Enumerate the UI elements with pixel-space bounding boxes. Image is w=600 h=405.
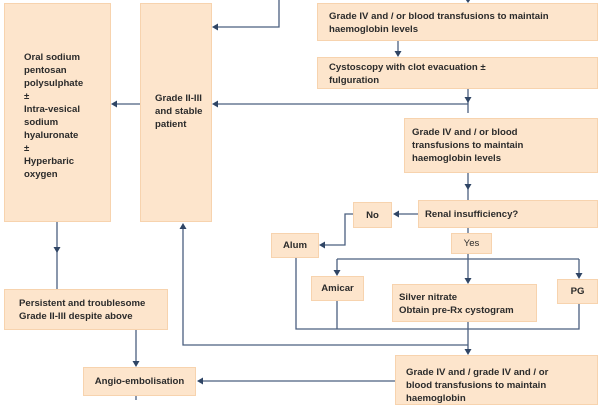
grade-ii-iii-stable-text: Grade II-III and stable patient xyxy=(155,93,203,130)
silver-nitrate-box: Silver nitrate Obtain pre-Rx cystogram xyxy=(392,284,537,322)
no-text: No xyxy=(366,209,379,221)
arrowhead-left xyxy=(212,23,218,31)
grade-iv-top-text: Grade IV and / or blood transfusions to … xyxy=(329,11,549,35)
renal-insufficiency-box: Renal insufficiency? xyxy=(418,200,598,228)
arrowhead-left xyxy=(393,210,399,218)
arrowhead-down xyxy=(464,184,472,190)
grade-iv-bottom-box: Grade IV and / grade IV and / or blood t… xyxy=(395,355,598,405)
pg-box: PG xyxy=(557,279,598,304)
arrowhead-left xyxy=(111,100,117,108)
grade-ii-iii-stable-box: Grade II-III and stable patient xyxy=(140,3,212,222)
arrowhead-left xyxy=(197,377,203,385)
no-box: No xyxy=(353,202,392,228)
angio-embolisation-text: Angio-embolisation xyxy=(94,376,185,387)
grade-iv-bottom-text: Grade IV and / grade IV and / or blood t… xyxy=(406,367,549,404)
amicar-text: Amicar xyxy=(321,283,354,294)
amicar-box: Amicar xyxy=(311,276,364,301)
oral-treatment-box: Oral sodium pentosan polysulphate ± Intr… xyxy=(4,3,111,222)
yes-box: Yes xyxy=(451,233,492,254)
arrowhead-left xyxy=(319,241,325,249)
arrowhead-down xyxy=(464,97,472,103)
arrowhead-up xyxy=(179,223,187,229)
angio-embolisation-box: Angio-embolisation xyxy=(83,367,196,396)
alum-box: Alum xyxy=(271,233,319,258)
grade-iv-mid-text: Grade IV and / or blood transfusions to … xyxy=(412,127,524,164)
renal-insufficiency-text: Renal insufficiency? xyxy=(425,209,519,220)
pg-text: PG xyxy=(570,286,585,297)
cystoscopy-text: Cystoscopy with clot evacuation ± fulgur… xyxy=(329,62,486,86)
arrowhead-left xyxy=(212,100,218,108)
persistent-box: Persistent and troublesome Grade II-III … xyxy=(4,289,168,330)
yes-text: Yes xyxy=(463,238,480,249)
persistent-text: Persistent and troublesome Grade II-III … xyxy=(19,298,146,322)
alum-text: Alum xyxy=(283,240,307,251)
grade-iv-top-box: Grade IV and / or blood transfusions to … xyxy=(317,3,598,41)
connector-top-to-grade-ii-iii xyxy=(216,0,280,28)
silver-nitrate-text: Silver nitrate Obtain pre-Rx cystogram xyxy=(399,292,514,316)
grade-iv-mid-box: Grade IV and / or blood transfusions to … xyxy=(404,118,598,173)
arrowhead-down xyxy=(53,247,61,253)
oral-treatment-text: Oral sodium pentosan polysulphate ± Intr… xyxy=(24,52,84,180)
connector-no-to-alum xyxy=(323,213,353,246)
cystoscopy-box: Cystoscopy with clot evacuation ± fulgur… xyxy=(317,57,598,89)
